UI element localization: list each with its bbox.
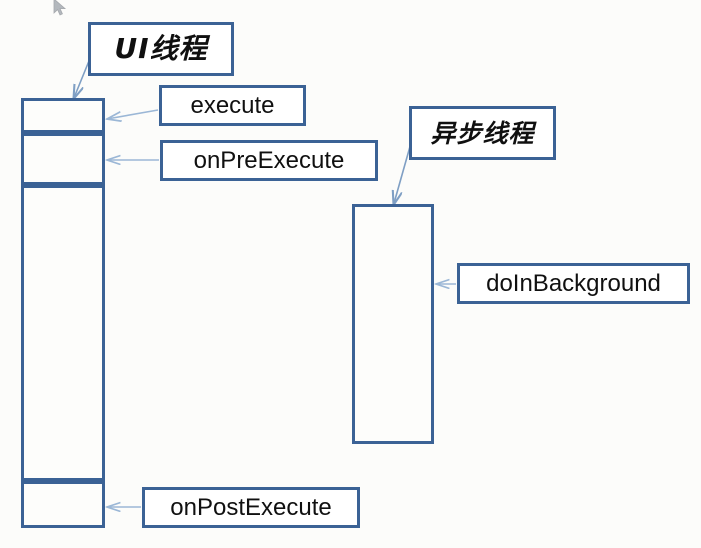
arrow-execute-to-segment	[107, 109, 159, 119]
arrow-async-thread-to-lane	[394, 142, 412, 205]
ui-thread-header-label: UI线程	[114, 32, 208, 65]
do-in-background-callout-box[interactable]: doInBackground	[457, 263, 690, 304]
on-pre-execute-callout-label: onPreExecute	[193, 146, 345, 174]
on-post-execute-callout-label: onPostExecute	[170, 493, 332, 521]
ui-lane-segment-on-post-execute	[21, 481, 105, 528]
ui-lane-segment-execute	[21, 98, 105, 133]
ui-thread-header-box[interactable]: UI线程	[88, 22, 234, 76]
async-thread-header-box[interactable]: 异步线程	[409, 106, 556, 160]
execute-callout-box[interactable]: execute	[159, 85, 306, 126]
on-post-execute-callout-box[interactable]: onPostExecute	[142, 487, 360, 528]
ui-lane-segment-waiting	[21, 185, 105, 481]
execute-callout-label: execute	[190, 91, 275, 119]
async-lane-segment-do-in-background	[352, 204, 434, 444]
do-in-background-callout-label: doInBackground	[486, 269, 661, 297]
async-thread-header-label: 异步线程	[430, 118, 535, 148]
ui-lane-segment-on-pre-execute	[21, 133, 105, 185]
on-pre-execute-callout-box[interactable]: onPreExecute	[160, 140, 378, 181]
